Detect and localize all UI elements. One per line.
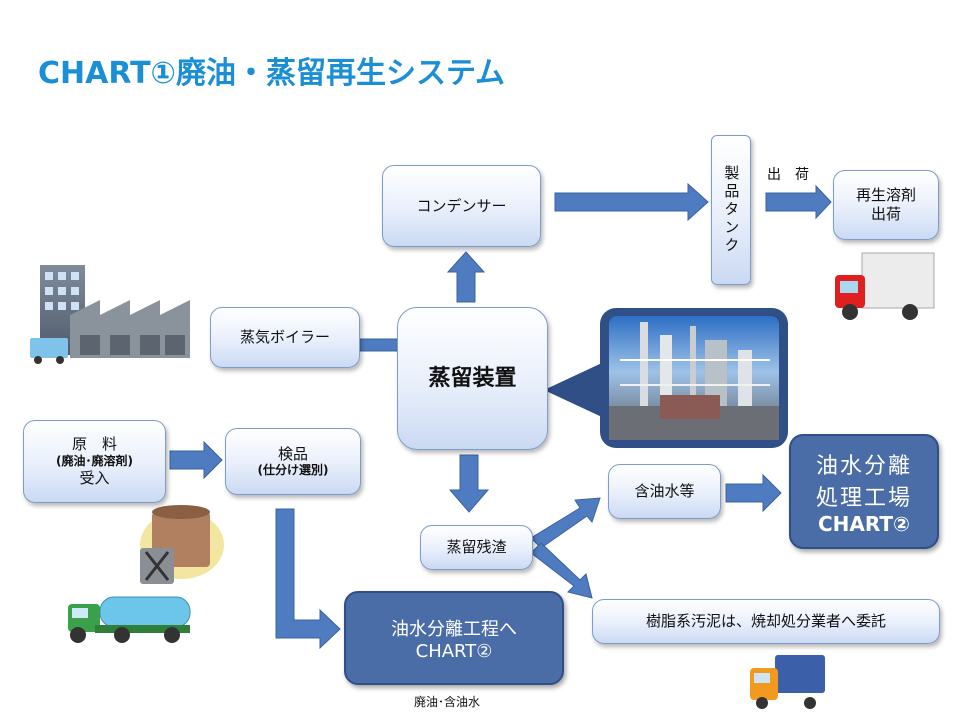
oil-drum-illustration xyxy=(140,505,224,584)
separation-plant-label-1: 油水分離 xyxy=(815,453,912,479)
separation-process-label-2: CHART② xyxy=(415,640,493,662)
steam-boiler-label: 蒸気ボイラー xyxy=(239,328,330,347)
truck-illustration-orange xyxy=(750,655,825,709)
condenser-label: コンデンサー xyxy=(416,196,507,215)
resin-sludge-box: 樹脂系汚泥は、焼却処分業者へ委託 xyxy=(592,599,940,644)
separation-plant-box: 油水分離 処理工場 CHART② xyxy=(789,434,939,549)
oily-water-label: 含油水等 xyxy=(634,482,695,501)
product-tank-label: 製品タンク xyxy=(722,165,741,255)
distillation-unit-label: 蒸留装置 xyxy=(428,365,517,391)
raw-material-label-3: 受入 xyxy=(79,469,110,487)
raw-material-box: 原 料 (廃油･廃溶剤) 受入 xyxy=(23,420,166,503)
arrow-tank-to-shipment xyxy=(765,184,832,220)
arrow-distill-to-condenser xyxy=(446,251,486,303)
inspection-box: 検品 (仕分け選別) xyxy=(225,428,361,495)
shipment-label: 出 荷 xyxy=(767,167,809,183)
truck-illustration-red xyxy=(835,252,935,320)
oily-water-box: 含油水等 xyxy=(608,464,721,519)
inspection-label-1: 検品 xyxy=(277,444,308,463)
condenser-box: コンデンサー xyxy=(382,165,541,247)
factory-illustration xyxy=(30,265,190,364)
arrow-condenser-to-tank xyxy=(554,182,709,222)
recycled-solvent-label-2: 出荷 xyxy=(870,205,901,223)
arrow-distill-to-residue xyxy=(448,454,490,513)
separation-process-label-1: 油水分離工程へ xyxy=(391,618,517,640)
separation-plant-label-3: CHART② xyxy=(818,511,910,536)
resin-sludge-label: 樹脂系汚泥は、焼却処分業者へ委託 xyxy=(645,612,886,631)
separation-process-box: 油水分離工程へ CHART② xyxy=(344,591,564,685)
inspection-label-2: (仕分け選別) xyxy=(257,463,329,478)
product-tank-box: 製品タンク xyxy=(711,135,751,285)
steam-boiler-box: 蒸気ボイラー xyxy=(210,307,360,368)
distillation-plant-photo xyxy=(544,308,788,448)
bottom-caption: 廃油･含油水 xyxy=(414,695,481,709)
connector-boiler-distill xyxy=(359,338,401,352)
raw-material-label-1: 原 料 xyxy=(71,435,117,454)
separation-plant-label-2: 処理工場 xyxy=(815,485,912,511)
raw-material-label-2: (廃油･廃溶剤) xyxy=(56,454,133,468)
tanker-truck-illustration xyxy=(68,596,191,643)
distillation-unit-box: 蒸留装置 xyxy=(397,307,548,450)
arrow-residue-to-oilywater xyxy=(530,497,601,549)
recycled-solvent-box: 再生溶剤 出荷 xyxy=(833,170,939,240)
page-title: CHART①廃油・蒸留再生システム xyxy=(38,56,506,91)
recycled-solvent-label-1: 再生溶剤 xyxy=(855,186,916,205)
arrow-oilywater-to-plant xyxy=(725,473,782,513)
residue-box: 蒸留残渣 xyxy=(420,525,533,570)
arrow-raw-to-inspection xyxy=(169,440,223,480)
arrow-inspection-to-separation xyxy=(275,508,341,650)
residue-label: 蒸留残渣 xyxy=(446,538,507,557)
arrow-residue-to-sludge xyxy=(530,542,593,599)
